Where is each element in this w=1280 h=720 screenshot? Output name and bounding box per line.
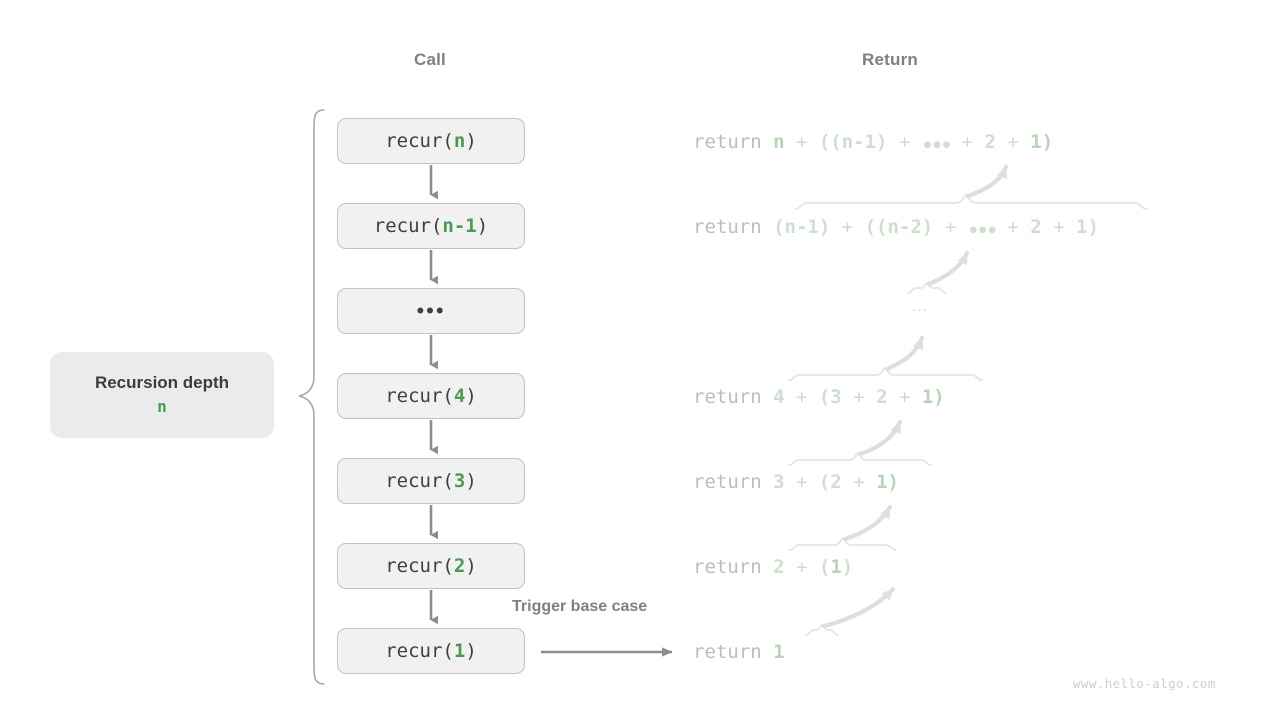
return-keyword: return [693, 641, 774, 663]
return-row-3: return 3 + (2 + 1) [693, 471, 899, 493]
recursion-depth-value: n [157, 397, 167, 417]
return-row-n-1: return (n-1) + ((n-2) + ••• + 2 + 1) [693, 216, 1099, 242]
return-row-ellipsis: … [911, 296, 931, 315]
call-box-text: ••• [416, 298, 446, 323]
return-keyword: return [693, 131, 774, 153]
call-box-1[interactable]: recur(1) [337, 628, 525, 674]
return-row-n: return n + ((n-1) + ••• + 2 + 1) [693, 131, 1054, 157]
call-box-ellipsis[interactable]: ••• [337, 288, 525, 334]
recursion-depth-brace [298, 109, 325, 685]
call-box-text: recur(1) [385, 640, 477, 662]
return-row-1: return 1 [693, 637, 785, 667]
return-expr-term: 3 [773, 471, 785, 493]
call-box-text: recur(2) [385, 555, 477, 577]
return-keyword: return [693, 386, 774, 408]
return-expr-term: 1 [773, 641, 785, 663]
call-box-text: recur(4) [385, 385, 477, 407]
call-box-text: recur(n) [385, 130, 477, 152]
return-row-4: return 4 + (3 + 2 + 1) [693, 386, 945, 408]
call-box-text: recur(3) [385, 470, 477, 492]
call-box-4[interactable]: recur(4) [337, 373, 525, 419]
return-expr-term: 4 [773, 386, 785, 408]
return-expr-term: (n-1) [773, 216, 831, 238]
call-box-n[interactable]: recur(n) [337, 118, 525, 164]
trigger-base-case-label: Trigger base case [512, 598, 648, 615]
return-row-2: return 2 + (1) [693, 556, 854, 578]
call-box-text: recur(n-1) [373, 215, 489, 237]
recursion-depth-title: Recursion depth [94, 373, 230, 393]
return-keyword: return [693, 216, 774, 238]
column-header-return: Return [862, 50, 918, 69]
watermark: www.hello-algo.com [1073, 676, 1216, 691]
recursion-depth-label: Recursion depth n [50, 352, 274, 438]
column-header-call: Call [414, 50, 446, 69]
return-keyword: return [693, 556, 774, 578]
call-box-n-1[interactable]: recur(n-1) [337, 203, 525, 249]
return-keyword: return [693, 471, 774, 493]
call-box-3[interactable]: recur(3) [337, 458, 525, 504]
return-expr-term: n [773, 131, 785, 153]
call-box-2[interactable]: recur(2) [337, 543, 525, 589]
return-expr-term: 2 [773, 556, 785, 578]
